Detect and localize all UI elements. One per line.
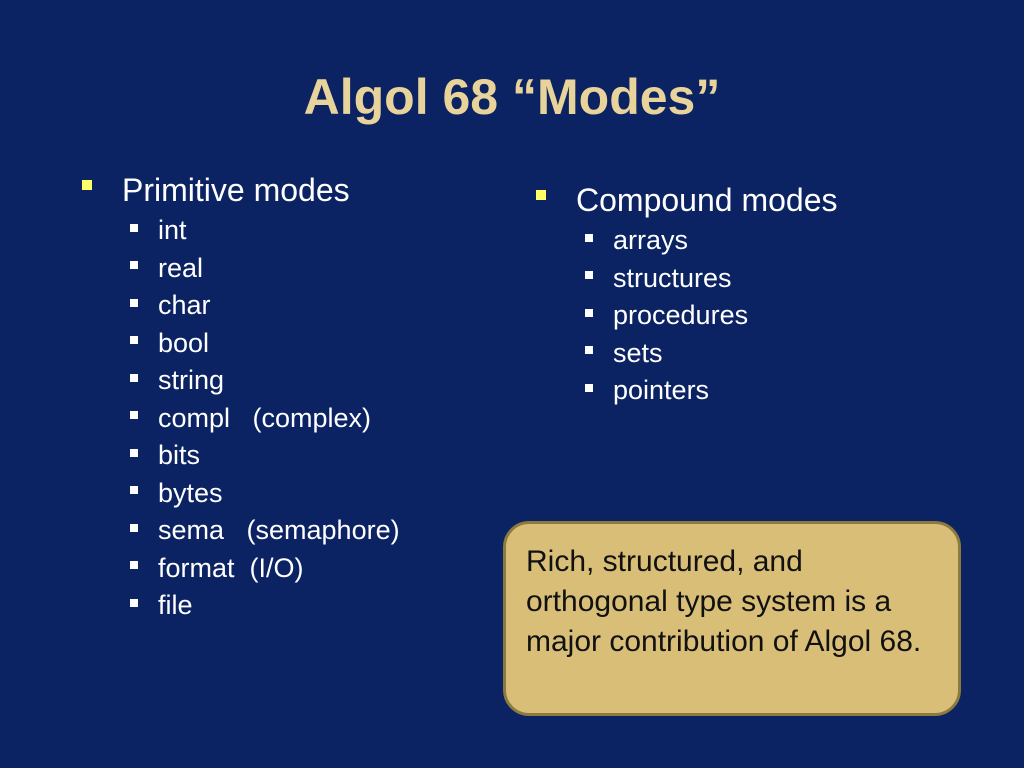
list-item: compl (complex) [130, 400, 400, 438]
bullet-square-icon [130, 486, 138, 495]
list-item: pointers [585, 372, 748, 410]
primitive-modes-heading-text: Primitive modes [122, 172, 350, 208]
bullet-square-icon [585, 308, 593, 317]
bullet-square-icon [130, 223, 138, 232]
callout-text: Rich, structured, and orthogonal type sy… [526, 545, 922, 658]
list-item: char [130, 287, 400, 325]
bullet-square-icon [585, 383, 593, 392]
bullet-square-icon [536, 190, 546, 200]
list-item: structures [585, 260, 748, 298]
bullet-square-icon [130, 598, 138, 607]
bullet-square-icon [585, 233, 593, 242]
compound-modes-heading: Compound modes [536, 181, 837, 219]
list-item: sets [585, 335, 748, 373]
bullet-square-icon [130, 448, 138, 457]
list-item: procedures [585, 297, 748, 335]
bullet-square-icon [585, 346, 593, 355]
list-item: arrays [585, 222, 748, 260]
slide-title: Algol 68 “Modes” [303, 69, 721, 125]
list-item: string [130, 362, 400, 400]
bullet-square-icon [585, 271, 593, 280]
list-item: int [130, 212, 400, 250]
compound-modes-heading-text: Compound modes [576, 182, 838, 218]
bullet-square-icon [130, 523, 138, 532]
list-item: bytes [130, 475, 400, 513]
primitive-modes-heading: Primitive modes [82, 171, 350, 209]
bullet-square-icon [130, 373, 138, 382]
primitive-modes-list: int real char bool string compl (complex… [130, 212, 400, 625]
callout-box: Rich, structured, and orthogonal type sy… [503, 521, 961, 716]
bullet-square-icon [130, 561, 138, 570]
list-item: sema (semaphore) [130, 512, 400, 550]
bullet-square-icon [130, 298, 138, 307]
list-item: real [130, 250, 400, 288]
list-item: format (I/O) [130, 550, 400, 588]
list-item: file [130, 587, 400, 625]
list-item: bits [130, 437, 400, 475]
list-item: bool [130, 325, 400, 363]
bullet-square-icon [82, 180, 92, 190]
bullet-square-icon [130, 336, 138, 345]
bullet-square-icon [130, 261, 138, 270]
bullet-square-icon [130, 411, 138, 420]
compound-modes-list: arrays structures procedures sets pointe… [585, 222, 748, 410]
